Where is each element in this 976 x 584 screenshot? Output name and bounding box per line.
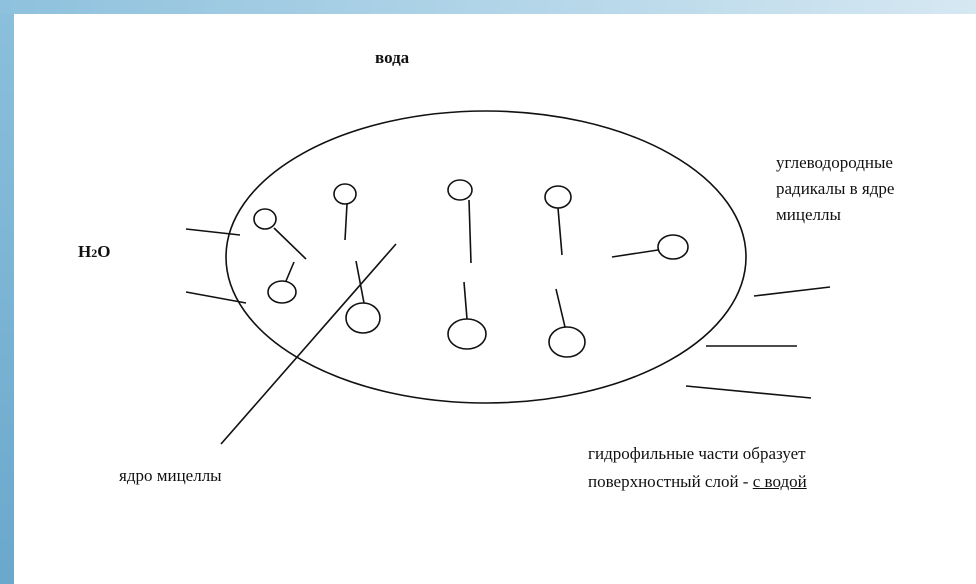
hydrophilic-pointer-1: [753, 286, 831, 297]
h2o-pointer-bottom: [185, 291, 247, 304]
molecule-1: [253, 208, 307, 260]
molecule-9: [548, 288, 586, 358]
molecule-6: [267, 261, 297, 304]
micelle-core-label: ядро мицеллы: [119, 466, 222, 485]
core-pointer: [220, 243, 397, 445]
micelle-ellipse: [225, 110, 747, 404]
molecule-2: [333, 183, 357, 241]
h2o-pointer-top: [185, 228, 241, 236]
molecule-7: [345, 260, 381, 334]
water-label: вода: [375, 48, 410, 67]
slide-frame-top: [0, 0, 976, 14]
hydrophilic-pointer-3: [685, 385, 812, 399]
hydrocarbon-radicals-label: углеводородные радикалы в ядре мицеллы: [776, 153, 895, 224]
h2o-label: H2O: [78, 242, 111, 261]
molecule-3: [447, 179, 473, 264]
molecule-5: [611, 234, 689, 260]
molecule-8: [447, 281, 487, 350]
slide-frame-left: [0, 0, 14, 584]
hydrophilic-parts-label: гидрофильные части образует поверхностны…: [588, 444, 807, 491]
molecule-4: [544, 185, 572, 256]
